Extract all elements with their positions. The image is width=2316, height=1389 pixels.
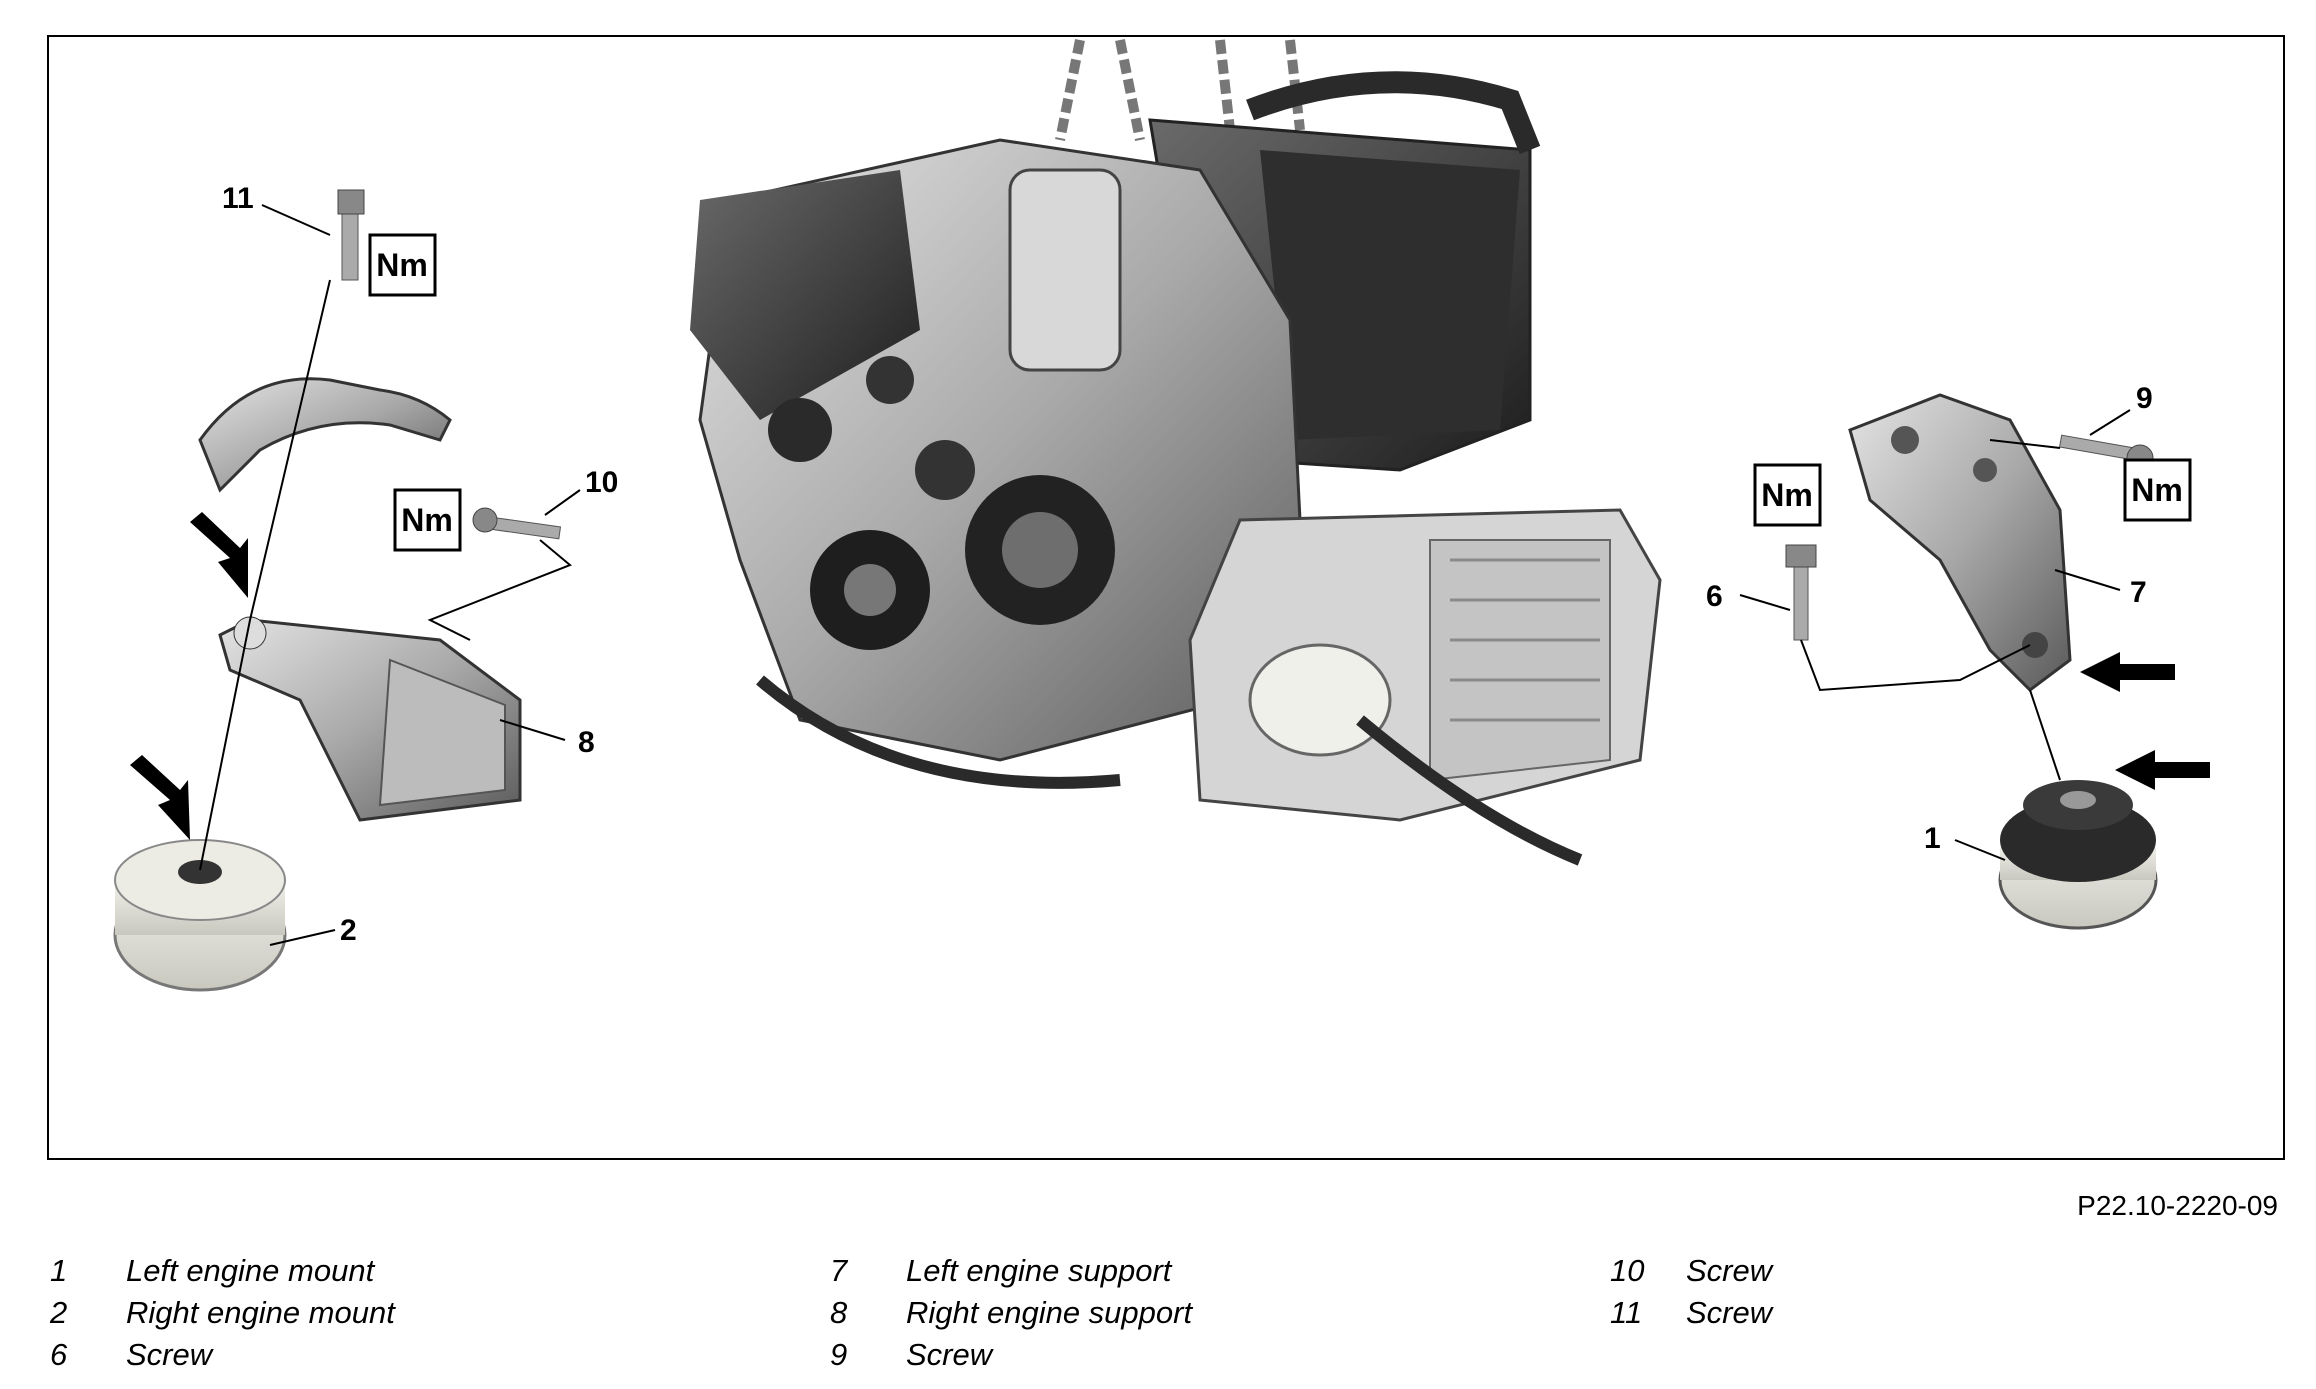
screw-6-illustration [1785,544,1817,641]
svg-text:Nm: Nm [376,247,428,283]
svg-text:Nm: Nm [1761,477,1813,513]
callout-2: 2 [340,914,357,947]
callout-1: 1 [1924,822,1941,855]
callout-8: 8 [578,726,595,759]
callout-9: 9 [2136,382,2153,415]
screw-11-illustration [337,189,365,281]
arrow-icon [2115,750,2210,790]
arrow-icon [130,755,190,840]
arrow-icon [190,512,248,598]
torque-symbol-box: Nm [1753,463,1822,527]
torque-symbol-box: Nm [393,488,462,552]
callout-6: 6 [1706,580,1723,613]
arrow-icon [2080,652,2175,692]
svg-text:Nm: Nm [401,502,453,538]
callout-7: 7 [2130,576,2147,609]
heat-shield-illustration [198,377,452,493]
svg-text:Nm: Nm [2131,472,2183,508]
callout-11: 11 [222,182,254,215]
callout-10: 10 [585,466,618,499]
left-engine-support-illustration [1848,393,2072,692]
engine-assembly-illustration [690,39,1662,866]
right-engine-mount-illustration [113,839,287,992]
torque-symbol-box: Nm [368,233,437,297]
left-engine-mount-illustration [1998,780,2158,930]
screw-9-illustration [2058,434,2154,472]
torque-symbol-box: Nm [2123,458,2192,522]
screw-10-illustration [472,507,562,540]
right-engine-support-illustration [218,616,522,822]
figure-id: P22.10-2220-09 [2077,1190,2278,1221]
